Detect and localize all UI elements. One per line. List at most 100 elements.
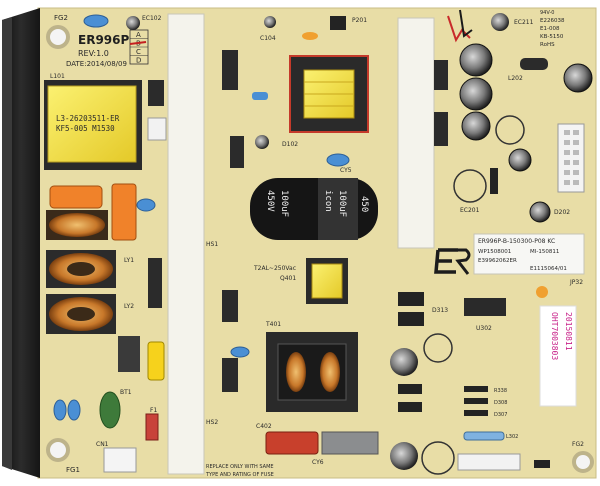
cap-ec206 [461, 111, 491, 141]
mount-hole [46, 438, 70, 462]
bridge-rectifier [148, 258, 162, 308]
transistor-strip-right-1 [434, 60, 448, 90]
connector-pins [564, 130, 579, 185]
refdes-ly2: LY2 [124, 303, 134, 310]
svg-text:MI-150811: MI-150811 [530, 249, 559, 255]
blue-ceramic-cap [83, 14, 109, 28]
choke-ly2 [46, 294, 116, 334]
svg-text:E1115064/01: E1115064/01 [530, 266, 567, 272]
small-transformer-left [118, 336, 140, 372]
refdes-t301: T401 [265, 321, 281, 328]
cap-ec211 [491, 13, 509, 31]
svg-text:KF5-005 M1530: KF5-005 M1530 [56, 124, 115, 133]
yellow-cap-left [147, 341, 165, 381]
diode-d311 [398, 384, 422, 394]
transistor-top-middle [222, 50, 238, 90]
output-connector-bottom [457, 453, 521, 471]
svg-text:RoHS: RoHS [540, 42, 555, 48]
mount-hole [46, 25, 70, 49]
refdes-cy6: CY6 [312, 459, 324, 466]
diode-d201 [490, 168, 498, 194]
cap-ec205 [459, 43, 493, 77]
cap-ec204 [459, 77, 493, 111]
model-mark: ER996P [78, 33, 129, 47]
refdes-d308: R338 [494, 388, 507, 394]
svg-text:C: C [136, 48, 141, 56]
red-marker-check [129, 41, 147, 45]
transformer-t401 [306, 258, 348, 304]
ring-inductor-right [453, 169, 487, 203]
small-cap-d101 [255, 135, 269, 149]
svg-text:100uF: 100uF [337, 190, 347, 217]
refdes-ec201: EC201 [460, 207, 480, 214]
refdes-d313: D313 [432, 307, 448, 314]
refdes-hs2: HS2 [206, 419, 218, 426]
grey-cap-c318 [321, 431, 379, 455]
blue-cap-cy5 [326, 153, 350, 167]
fg-bottom-label: FG1 [66, 466, 80, 474]
refdes-ec211: EC211 [514, 19, 534, 26]
white-connector [147, 117, 167, 141]
choke-cx1 [46, 210, 108, 240]
refdes-cn1: CN1 [96, 441, 109, 448]
orange-cap-right [536, 286, 548, 298]
insulator-strip-right [397, 17, 435, 249]
cap-bottom-c3 [390, 442, 418, 470]
blue-y-cap [136, 198, 156, 212]
refdes-hs1: HS1 [206, 241, 218, 248]
small-cap [126, 16, 140, 30]
refdes-bt1: BT1 [120, 389, 132, 396]
refdes-t401: Q401 [280, 275, 296, 282]
svg-text:icon: icon [323, 190, 333, 212]
cap-ec209 [563, 63, 593, 93]
fuse-rating-text: T2AL~250Vac [253, 265, 296, 272]
refdes-p201: P201 [352, 17, 367, 24]
diode-d312 [398, 402, 422, 412]
refdes-d202: D202 [554, 209, 570, 216]
svg-text:D: D [136, 57, 141, 65]
inductor-l301-ring [423, 333, 453, 363]
cap-ec210 [508, 148, 532, 172]
ac-input-connector [103, 447, 137, 473]
refdes-l101: L101 [50, 73, 65, 80]
refdes-c402: C402 [256, 423, 272, 430]
component-q101 [230, 136, 244, 168]
green-thermistor [99, 391, 121, 429]
blue-cap-jp28 [230, 346, 250, 358]
transistor-q402 [222, 358, 238, 392]
transistor-q401 [222, 290, 238, 322]
svg-text:20150811: 20150811 [564, 312, 573, 351]
black-wire [459, 9, 473, 38]
ring-inductor-right-2 [495, 115, 525, 145]
mount-hole [572, 451, 594, 473]
svg-text:WP1508001: WP1508001 [478, 249, 511, 255]
refdes-r338: L302 [506, 434, 518, 440]
choke-ly1 [46, 250, 116, 288]
diode-d314 [398, 312, 424, 326]
heatsink-fold [2, 17, 12, 470]
bulk-capacitor: 450 100uF icon 450V 100uF [250, 178, 378, 240]
ic-p201 [330, 16, 346, 30]
fuse-f1 [145, 413, 159, 441]
fg-top-label: FG2 [54, 14, 68, 22]
svg-text:OHT7003803: OHT7003803 [550, 312, 559, 360]
diode-d313 [398, 292, 424, 306]
warning-line-2: TYPE AND RATING OF FUSE [205, 472, 274, 478]
transistor-strip-right-2 [434, 112, 448, 146]
refdes-d306: D307 [494, 412, 507, 418]
svg-text:100uF: 100uF [279, 190, 289, 217]
svg-text:L3-26203511-ER: L3-26203511-ER [56, 114, 120, 123]
svg-text:94V-0: 94V-0 [540, 10, 554, 16]
svg-text:A: A [136, 31, 141, 39]
diode-d307 [464, 398, 488, 404]
lot-codes: 94V-0 E226038 E1-008 KB-5150 RoHS [540, 10, 565, 48]
refdes-d307: D308 [494, 400, 507, 406]
refdes-cy5: CY5 [340, 167, 352, 174]
orange-cap-c103 [302, 32, 318, 40]
refdes-t101: D102 [282, 141, 298, 148]
svg-text:450V: 450V [265, 190, 275, 212]
x-cap-orange-vertical [111, 183, 137, 241]
small-diode-bottom [534, 460, 550, 468]
refdes-jp32: JP32 [569, 279, 583, 286]
